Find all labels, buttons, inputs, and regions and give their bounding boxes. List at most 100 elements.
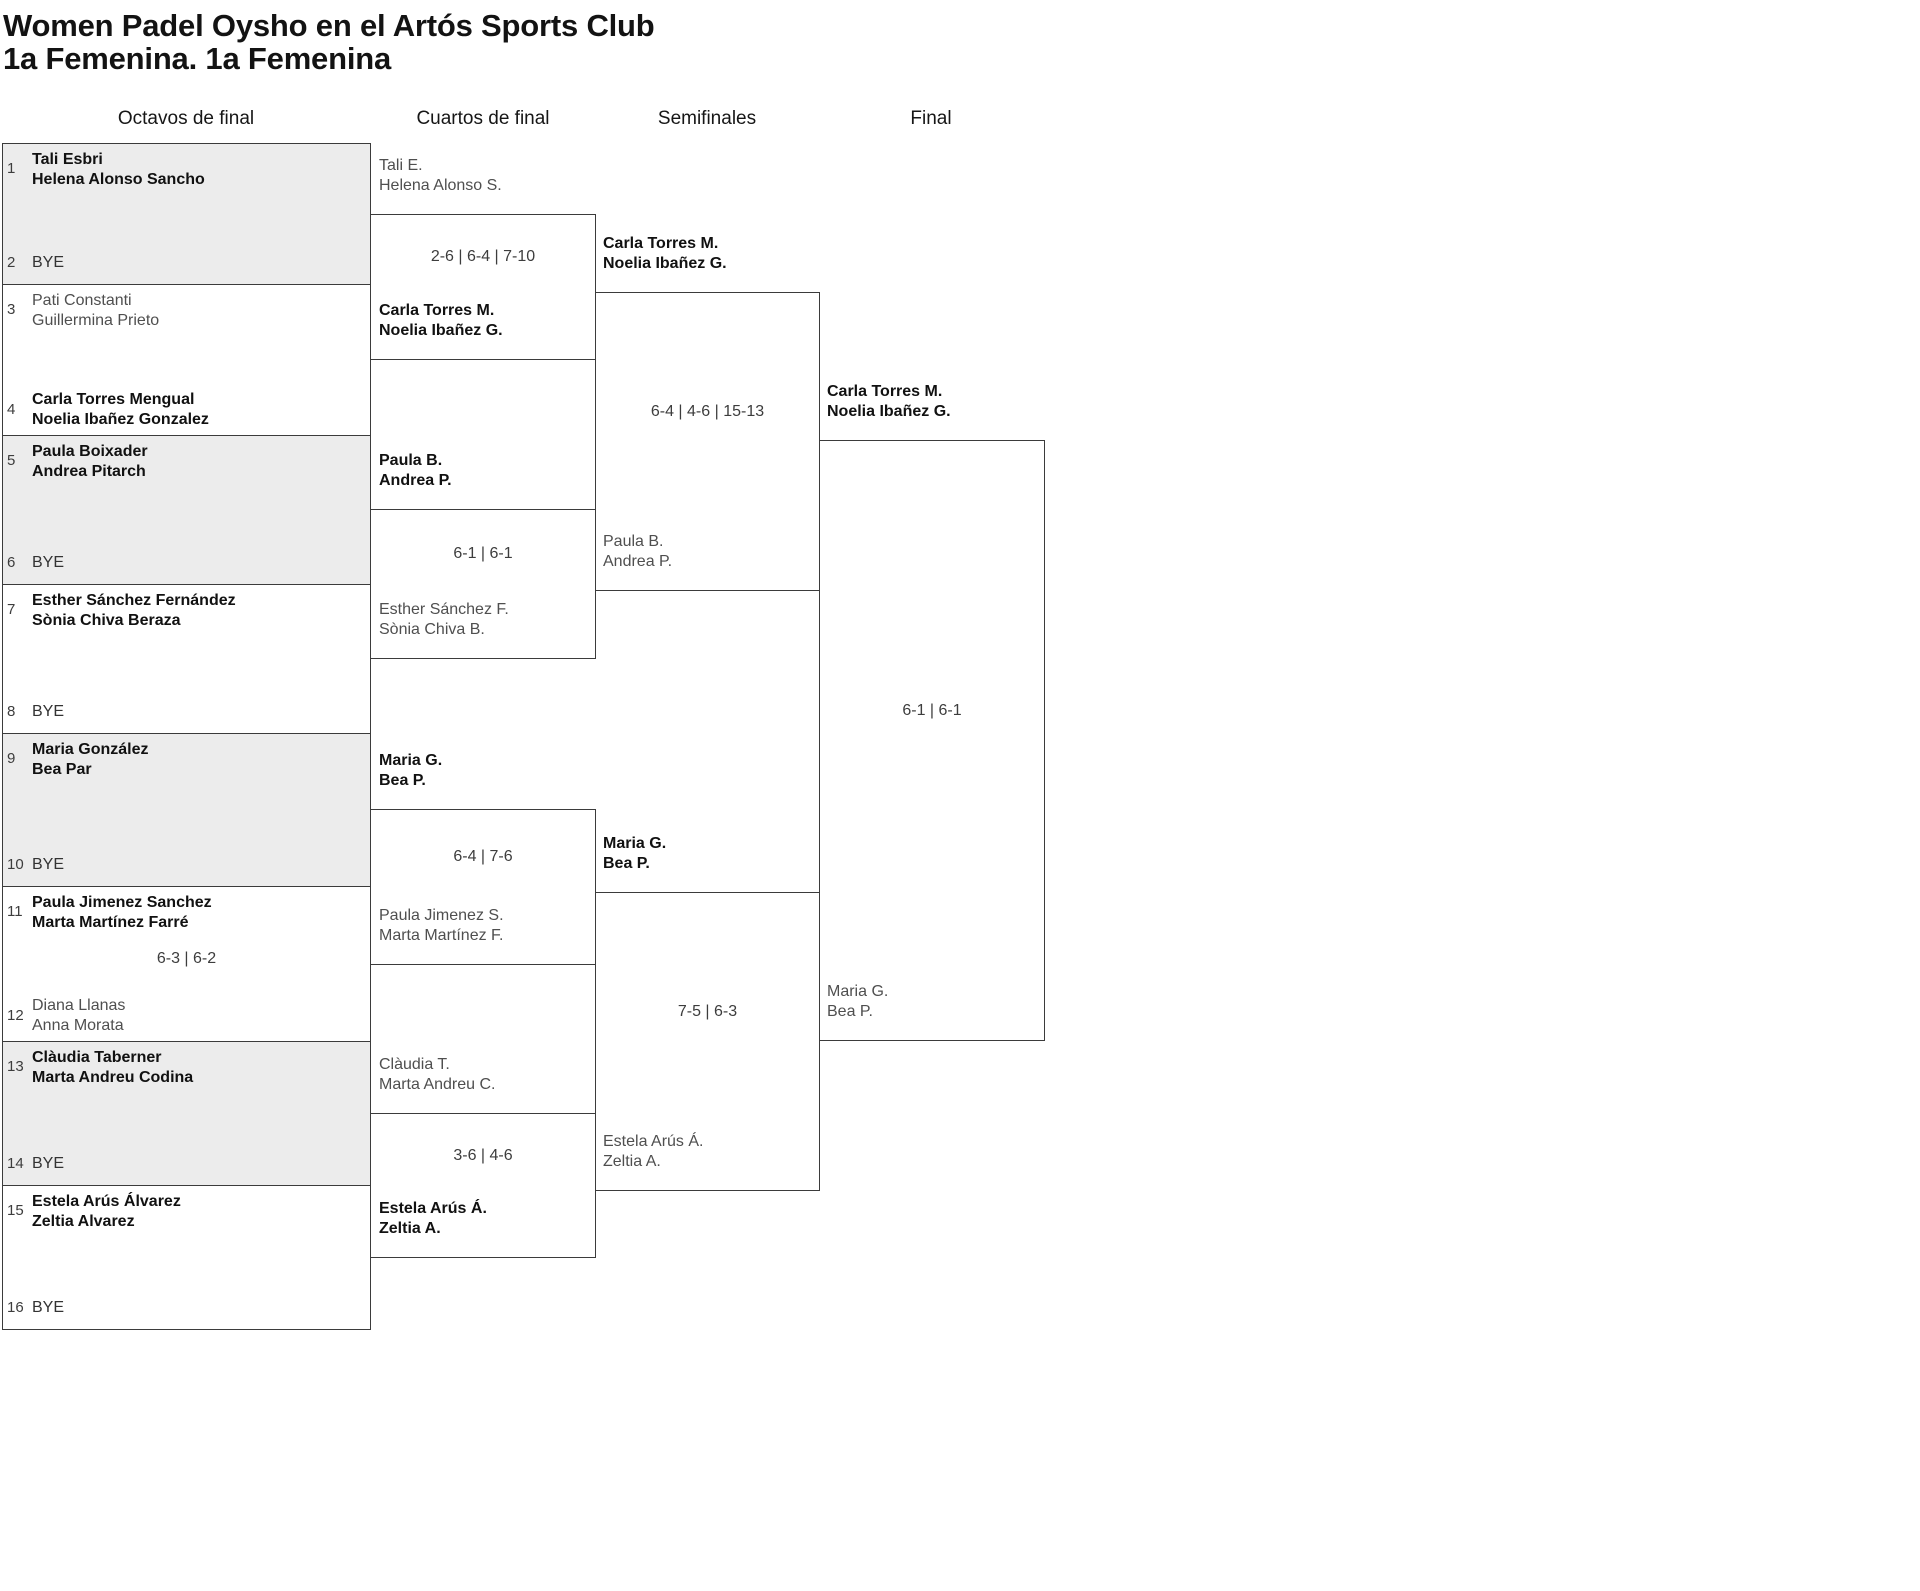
player-name: Pati Constanti <box>32 292 132 309</box>
seed-number: 4 <box>7 401 16 418</box>
player-name: Esther Sánchez F. <box>379 601 509 618</box>
cuartos-box-1 <box>370 214 596 360</box>
team-entry-15: Estela Arús Álvarez Zeltia Alvarez <box>32 1192 362 1232</box>
player-name: Noelia Ibañez G. <box>827 403 951 420</box>
player-name: Zeltia Alvarez <box>32 1213 135 1230</box>
page-title: Women Padel Oysho en el Artós Sports Clu… <box>3 8 655 43</box>
player-name: Bea P. <box>827 1003 873 1020</box>
bye-label: BYE <box>32 1155 65 1172</box>
semifinal-1-score: 6-4 | 4-6 | 15-13 <box>650 403 765 420</box>
cuartos-1-team-2: Carla Torres M. Noelia Ibañez G. <box>379 301 591 341</box>
team-entry-7: Esther Sánchez Fernández Sònia Chiva Ber… <box>32 591 362 631</box>
team-entry-3: Pati Constanti Guillermina Prieto <box>32 291 362 331</box>
player-name: Maria G. <box>827 983 889 1000</box>
cuartos-1-team-1: Tali E. Helena Alonso S. <box>379 156 591 196</box>
cuartos-1-score: 2-6 | 6-4 | 7-10 <box>430 248 536 265</box>
player-name: Tali E. <box>379 157 423 174</box>
seed-number: 13 <box>7 1058 24 1075</box>
semifinal-1-team-2: Paula B. Andrea P. <box>603 532 815 572</box>
player-name: Helena Alonso S. <box>379 177 502 194</box>
seed-number: 15 <box>7 1202 24 1219</box>
cuartos-4-team-2: Estela Arús Á. Zeltia A. <box>379 1199 591 1239</box>
player-name: Paula B. <box>603 533 664 550</box>
match-score-octavos-11-12: 6-3 | 6-2 <box>156 950 217 967</box>
player-name: Noelia Ibañez Gonzalez <box>32 411 209 428</box>
player-name: Zeltia A. <box>379 1220 441 1237</box>
seed-number: 6 <box>7 554 16 571</box>
cuartos-2-score: 6-1 | 6-1 <box>453 545 513 562</box>
player-name: Paula B. <box>379 452 443 469</box>
player-name: Paula Jimenez S. <box>379 907 504 924</box>
player-name: Marta Andreu C. <box>379 1076 496 1093</box>
player-name: Maria G. <box>379 752 443 769</box>
round-header-semifinales: Semifinales <box>657 108 757 129</box>
octavos-box-3 <box>2 435 371 585</box>
seed-number: 5 <box>7 452 16 469</box>
team-entry-16: BYE <box>32 1298 362 1318</box>
semifinal-1-team-1: Carla Torres M. Noelia Ibañez G. <box>603 234 815 274</box>
semifinal-2-score: 7-5 | 6-3 <box>677 1003 738 1020</box>
player-name: Esther Sánchez Fernández <box>32 592 236 609</box>
team-entry-8: BYE <box>32 702 362 722</box>
team-entry-2: BYE <box>32 253 362 273</box>
seed-number: 1 <box>7 160 16 177</box>
cuartos-4-team-1: Clàudia T. Marta Andreu C. <box>379 1055 591 1095</box>
seed-number: 10 <box>7 856 24 873</box>
player-name: Marta Martínez F. <box>379 927 504 944</box>
player-name: Diana Llanas <box>32 997 126 1014</box>
cuartos-3-team-1: Maria G. Bea P. <box>379 751 591 791</box>
final-team-1: Carla Torres M. Noelia Ibañez G. <box>827 382 1039 422</box>
player-name: Tali Esbri <box>32 151 103 168</box>
player-name: Carla Torres M. <box>827 383 943 400</box>
round-header-final: Final <box>910 108 952 129</box>
final-score: 6-1 | 6-1 <box>902 702 962 719</box>
final-box <box>819 440 1045 1041</box>
player-name: Estela Arús Á. <box>379 1200 487 1217</box>
player-name: Paula Boixader <box>32 443 148 460</box>
bye-label: BYE <box>32 554 65 571</box>
player-name: Noelia Ibañez G. <box>379 322 503 339</box>
seed-number: 16 <box>7 1299 24 1316</box>
team-entry-11: Paula Jimenez Sanchez Marta Martínez Far… <box>32 893 362 933</box>
seed-number: 3 <box>7 301 16 318</box>
round-header-cuartos: Cuartos de final <box>416 108 550 129</box>
player-name: Maria González <box>32 741 149 758</box>
team-entry-9: Maria González Bea Par <box>32 740 362 780</box>
team-entry-4: Carla Torres Mengual Noelia Ibañez Gonza… <box>32 390 362 430</box>
player-name: Sònia Chiva Beraza <box>32 612 181 629</box>
seed-number: 12 <box>7 1007 24 1024</box>
player-name: Estela Arús Á. <box>603 1133 704 1150</box>
player-name: Clàudia Taberner <box>32 1049 162 1066</box>
player-name: Bea P. <box>603 855 650 872</box>
team-entry-10: BYE <box>32 855 362 875</box>
semifinal-2-team-2: Estela Arús Á. Zeltia A. <box>603 1132 815 1172</box>
semifinal-2-team-1: Maria G. Bea P. <box>603 834 815 874</box>
player-name: Andrea P. <box>379 472 452 489</box>
bye-label: BYE <box>32 703 65 720</box>
team-entry-14: BYE <box>32 1154 362 1174</box>
player-name: Sònia Chiva B. <box>379 621 485 638</box>
seed-number: 8 <box>7 703 16 720</box>
player-name: Helena Alonso Sancho <box>32 171 205 188</box>
team-entry-5: Paula Boixader Andrea Pitarch <box>32 442 362 482</box>
bye-label: BYE <box>32 254 65 271</box>
player-name: Anna Morata <box>32 1017 124 1034</box>
player-name: Zeltia A. <box>603 1153 661 1170</box>
cuartos-box-3 <box>370 809 596 965</box>
player-name: Bea P. <box>379 772 426 789</box>
player-name: Marta Martínez Farré <box>32 914 189 931</box>
cuartos-3-score: 6-4 | 7-6 <box>453 848 513 865</box>
seed-number: 2 <box>7 254 16 271</box>
seed-number: 14 <box>7 1155 24 1172</box>
player-name: Carla Torres Mengual <box>32 391 195 408</box>
seed-number: 11 <box>7 903 23 920</box>
cuartos-2-team-1: Paula B. Andrea P. <box>379 451 591 491</box>
player-name: Marta Andreu Codina <box>32 1069 194 1086</box>
final-team-2: Maria G. Bea P. <box>827 982 1039 1022</box>
player-name: Paula Jimenez Sanchez <box>32 894 212 911</box>
seed-number: 7 <box>7 601 16 618</box>
octavos-box-8 <box>2 1185 371 1330</box>
player-name: Andrea Pitarch <box>32 463 146 480</box>
team-entry-1: Tali Esbri Helena Alonso Sancho <box>32 150 362 190</box>
